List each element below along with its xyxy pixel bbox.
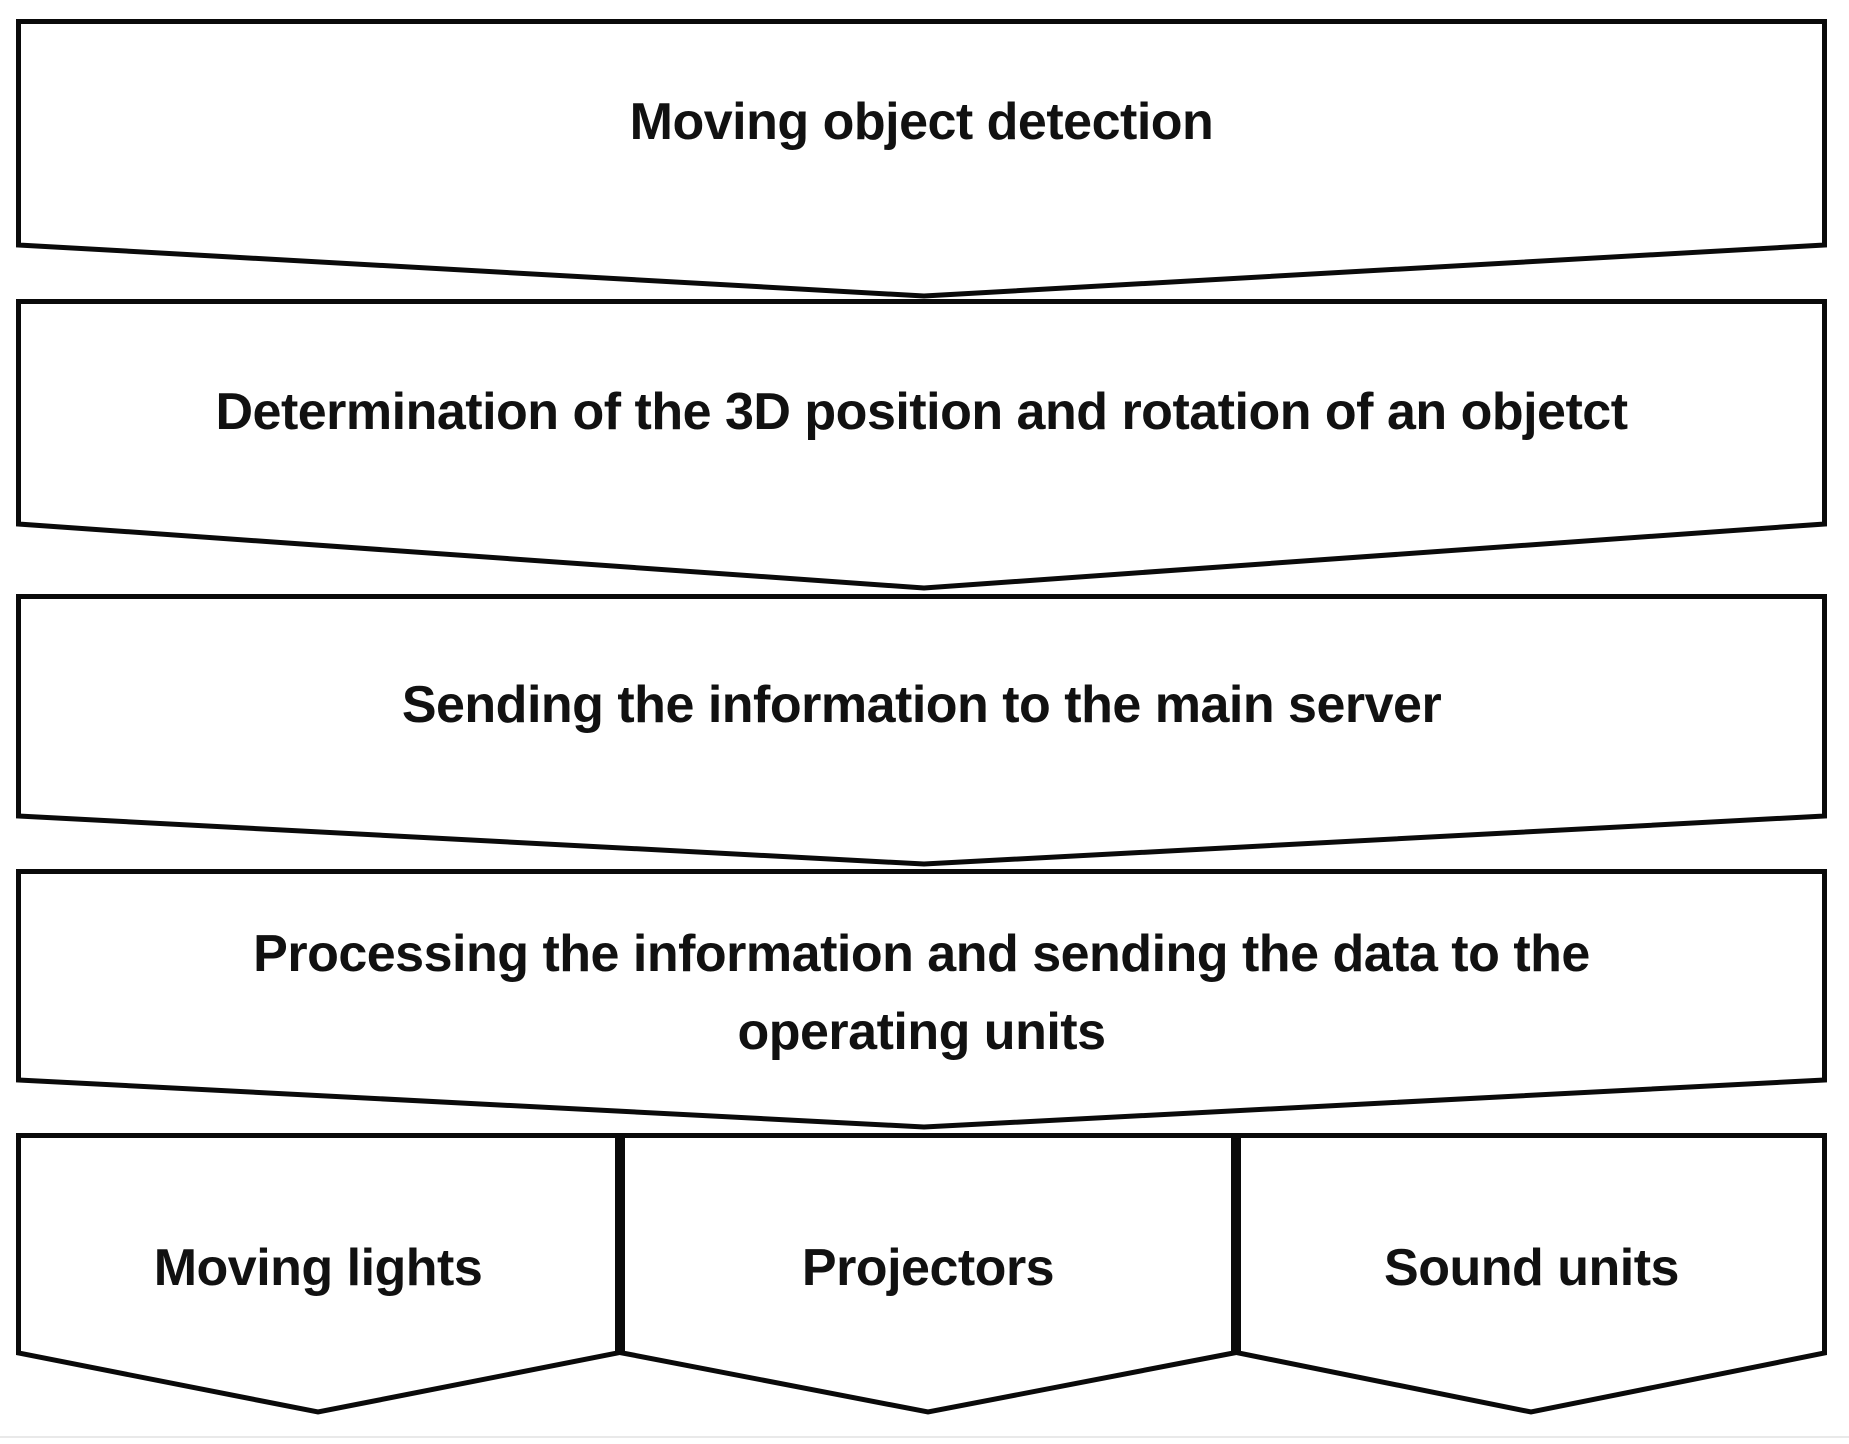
flow-step-3: Sending the information to the main serv… bbox=[16, 594, 1827, 867]
output-unit-projectors-label: Projectors bbox=[801, 1239, 1055, 1297]
pennant-down-shape bbox=[1236, 1133, 1827, 1415]
pennant-down-shape bbox=[620, 1133, 1236, 1415]
output-unit-projectors: Projectors bbox=[620, 1133, 1236, 1415]
banner-down-shape bbox=[16, 594, 1827, 867]
flow-step-1: Moving object detection bbox=[16, 19, 1827, 299]
flow-step-4-label-line2: operating units bbox=[737, 1002, 1106, 1061]
flow-step-4: Processing the information and sending t… bbox=[16, 869, 1827, 1130]
banner-down-shape bbox=[16, 869, 1827, 1130]
pennant-down-outline bbox=[1236, 1133, 1827, 1415]
banner-down-outline bbox=[16, 594, 1827, 867]
flow-step-4-label-line1: Processing the information and sending t… bbox=[253, 924, 1590, 983]
flow-step-1-label: Moving object detection bbox=[629, 93, 1214, 151]
output-unit-sound-units: Sound units bbox=[1236, 1133, 1827, 1415]
output-unit-moving-lights-label: Moving lights bbox=[153, 1239, 483, 1297]
pennant-down-outline bbox=[16, 1133, 620, 1415]
pennant-down-shape bbox=[16, 1133, 620, 1415]
banner-down-shape bbox=[16, 19, 1827, 299]
pennant-down-outline bbox=[620, 1133, 1236, 1415]
banner-down-shape bbox=[16, 299, 1827, 591]
flow-step-2-label: Determination of the 3D position and rot… bbox=[215, 382, 1628, 441]
banner-down-outline bbox=[16, 299, 1827, 591]
output-unit-sound-units-label: Sound units bbox=[1384, 1239, 1679, 1297]
flow-step-3-label: Sending the information to the main serv… bbox=[401, 676, 1442, 734]
flow-step-2: Determination of the 3D position and rot… bbox=[16, 299, 1827, 591]
banner-down-outline bbox=[16, 869, 1827, 1130]
banner-down-outline bbox=[16, 19, 1827, 299]
figure-bottom-edge bbox=[0, 1436, 1849, 1438]
output-unit-moving-lights: Moving lights bbox=[16, 1133, 620, 1415]
